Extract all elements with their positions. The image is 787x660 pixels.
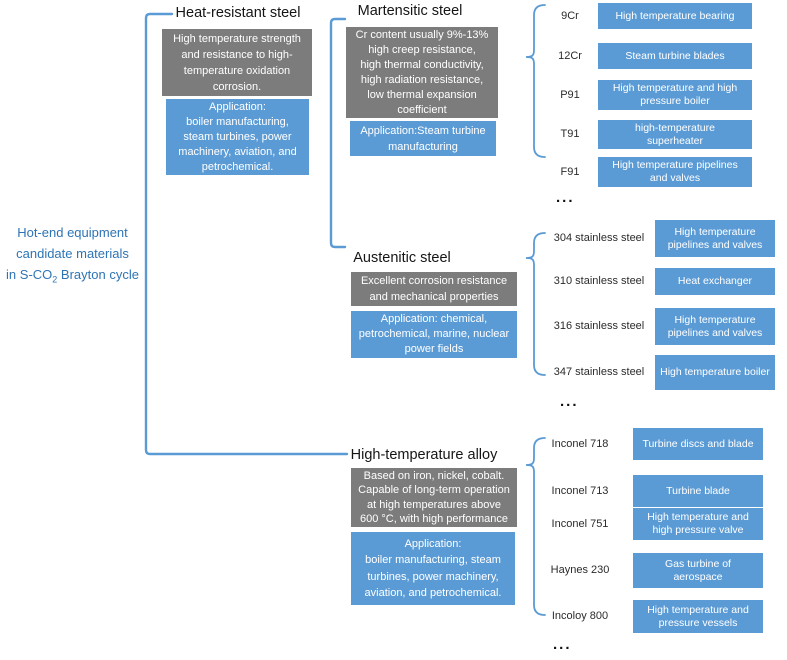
grade-row-f91: F91 High temperature pipelines and valve… bbox=[545, 157, 752, 187]
brace-alloy bbox=[525, 437, 546, 616]
use-box: Gas turbine of aerospace bbox=[633, 553, 763, 588]
application-box-austenitic: Application: chemical, petrochemical, ma… bbox=[351, 311, 517, 358]
ellipsis-austenitic: ... bbox=[560, 393, 579, 410]
grade-row-haynes-230: Haynes 230 Gas turbine of aerospace bbox=[548, 553, 763, 588]
grade-row-t91: T91 high-temperature superheater bbox=[545, 120, 752, 149]
description-box-heat-resistant: High temperature strength and resistance… bbox=[162, 29, 312, 96]
section-title-martensitic-steel: Martensitic steel bbox=[357, 3, 463, 19]
grade-label: P91 bbox=[560, 88, 580, 101]
use-box: High temperature boiler bbox=[655, 355, 775, 390]
root-label-line2: candidate materials bbox=[16, 246, 129, 261]
grade-label: Inconel 751 bbox=[551, 517, 609, 530]
grade-label: Incoloy 800 bbox=[551, 610, 609, 622]
use-box: High temperature bearing bbox=[598, 3, 752, 29]
section-title-austenitic-steel: Austenitic steel bbox=[353, 250, 451, 266]
brace-martensitic bbox=[525, 4, 546, 158]
grade-label: Haynes 230 bbox=[550, 564, 610, 576]
grade-row-p91: P91 High temperature and high pressure b… bbox=[545, 80, 752, 110]
bracket-heat-resistant bbox=[329, 17, 347, 249]
grade-row-304: 304 stainless steel High temperature pip… bbox=[548, 220, 775, 257]
description-box-martensitic: Cr content usually 9%-13% high creep res… bbox=[346, 27, 498, 118]
use-box: Steam turbine blades bbox=[598, 43, 752, 69]
grade-row-310: 310 stainless steel Heat exchanger bbox=[548, 268, 775, 295]
use-box: High temperature pipelines and valves bbox=[655, 308, 775, 345]
grade-label: F91 bbox=[560, 165, 580, 178]
grade-label: 9Cr bbox=[561, 9, 579, 22]
use-box: High temperature and high pressure boile… bbox=[598, 80, 752, 110]
grade-row-316: 316 stainless steel High temperature pip… bbox=[548, 308, 775, 345]
root-label-line3: in S-CO2 Brayton cycle bbox=[6, 267, 139, 285]
use-box: High temperature pipelines and valves bbox=[655, 220, 775, 257]
root-label: Hot-end equipment candidate materials in… bbox=[0, 222, 145, 291]
grade-label: Inconel 718 bbox=[551, 437, 609, 450]
use-box: High temperature and high pressure valve bbox=[633, 508, 763, 540]
grade-row-9cr: 9Cr High temperature bearing bbox=[545, 3, 752, 29]
grade-label: 316 stainless steel bbox=[553, 320, 645, 332]
root-label-line1: Hot-end equipment bbox=[17, 225, 128, 240]
use-box: High temperature pipelines and valves bbox=[598, 157, 752, 187]
ellipsis-alloy: ... bbox=[553, 636, 572, 653]
grade-row-inconel-713: Inconel 713 Turbine blade bbox=[548, 475, 763, 507]
application-box-heat-resistant: Application: boiler manufacturing, steam… bbox=[166, 99, 309, 175]
bracket-root bbox=[144, 12, 349, 456]
grade-label: 347 stainless steel bbox=[553, 366, 645, 378]
ellipsis-martensitic: ... bbox=[556, 189, 575, 206]
use-box: high-temperature superheater bbox=[598, 120, 752, 149]
grade-label: Inconel 713 bbox=[551, 484, 609, 497]
grade-row-347: 347 stainless steel High temperature boi… bbox=[548, 355, 775, 390]
section-title-high-temperature-alloy: High-temperature alloy bbox=[350, 447, 498, 463]
application-box-martensitic: Application:Steam turbine manufacturing bbox=[350, 121, 496, 156]
grade-label: T91 bbox=[560, 128, 580, 140]
use-box: High temperature and pressure vessels bbox=[633, 600, 763, 633]
brace-austenitic bbox=[525, 232, 546, 376]
grade-row-inconel-718: Inconel 718 Turbine discs and blade bbox=[548, 428, 763, 460]
description-box-austenitic: Excellent corrosion resistance and mecha… bbox=[351, 272, 517, 306]
section-title-heat-resistant-steel: Heat-resistant steel bbox=[175, 5, 301, 21]
grade-row-inconel-751: Inconel 751 High temperature and high pr… bbox=[548, 508, 763, 540]
grade-label: 310 stainless steel bbox=[553, 275, 645, 287]
grade-label: 12Cr bbox=[558, 49, 582, 62]
grade-row-incoloy-800: Incoloy 800 High temperature and pressur… bbox=[548, 600, 763, 633]
use-box: Turbine discs and blade bbox=[633, 428, 763, 460]
grade-row-12cr: 12Cr Steam turbine blades bbox=[545, 43, 752, 69]
use-box: Turbine blade bbox=[633, 475, 763, 507]
description-box-alloy: Based on iron, nickel, cobalt. Capable o… bbox=[351, 468, 517, 527]
application-box-alloy: Application: boiler manufacturing, steam… bbox=[351, 532, 515, 605]
grade-label: 304 stainless steel bbox=[553, 232, 645, 244]
use-box: Heat exchanger bbox=[655, 268, 775, 295]
